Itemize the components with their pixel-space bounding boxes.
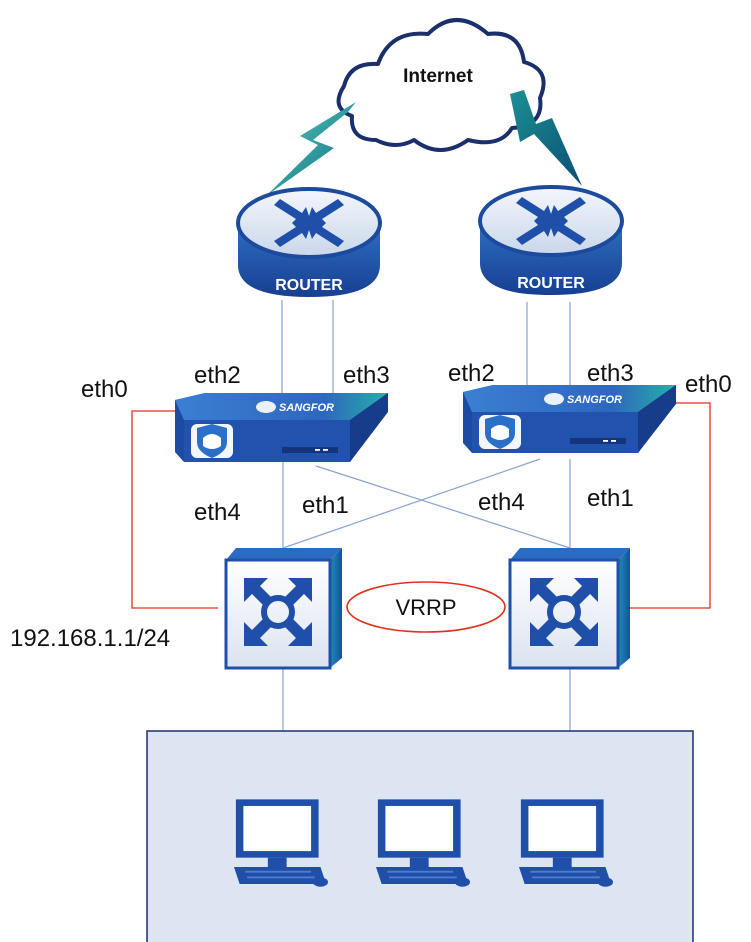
lan-area: [146, 730, 694, 942]
port-label-fw1-eth0: eth0: [81, 376, 128, 403]
router-label: ROUTER: [517, 275, 585, 292]
cloud-icon: [336, 18, 546, 152]
port-label-fw1-eth4: eth4: [194, 499, 241, 526]
links: [281, 300, 571, 731]
link-fw2-eth4-cross: [282, 458, 541, 549]
internet-cloud: Internet: [336, 18, 546, 152]
port-label-fw2-eth3: eth3: [587, 360, 634, 387]
brand-label: SANGFOR: [279, 402, 334, 414]
switch-left: [224, 548, 342, 670]
brand-label: SANGFOR: [567, 394, 622, 406]
firewall-right: SANGFOR: [463, 385, 676, 453]
link-fw1-eth1-cross: [315, 465, 571, 549]
link-fw1-eth0: [131, 410, 218, 609]
lightning-icon: [266, 102, 356, 196]
router-left: ROUTER: [236, 187, 382, 299]
router-right: ROUTER: [478, 185, 624, 297]
internet-label: Internet: [403, 66, 473, 87]
computer-icon: [519, 799, 613, 887]
vrrp-badge: VRRP: [346, 581, 506, 633]
port-label-fw2-eth0: eth0: [685, 371, 732, 398]
port-label-fw2-eth2: eth2: [448, 360, 495, 387]
port-label-fw1-eth1: eth1: [302, 492, 349, 519]
computer-icon: [234, 799, 328, 887]
port-label-fw1-eth2: eth2: [194, 362, 241, 389]
vrrp-label: VRRP: [395, 595, 456, 620]
link-fw2-eth0: [630, 402, 711, 609]
switch-ip-label: 192.168.1.1/24: [10, 625, 170, 652]
port-label-fw2-eth4: eth4: [478, 489, 525, 516]
computer-icon: [376, 799, 470, 887]
port-labels: eth2 eth3 eth0 eth4 eth1 eth2 eth3 eth0 …: [10, 360, 732, 652]
router-label: ROUTER: [275, 277, 343, 294]
firewall-left: SANGFOR: [175, 393, 388, 462]
switch-right: [508, 548, 630, 670]
firewall-icon: [191, 424, 233, 458]
port-label-fw2-eth1: eth1: [587, 485, 634, 512]
firewall-icon: [479, 415, 521, 449]
eth0-links: [131, 402, 711, 609]
port-label-fw1-eth3: eth3: [343, 362, 390, 389]
lightning-icon: [510, 90, 582, 186]
